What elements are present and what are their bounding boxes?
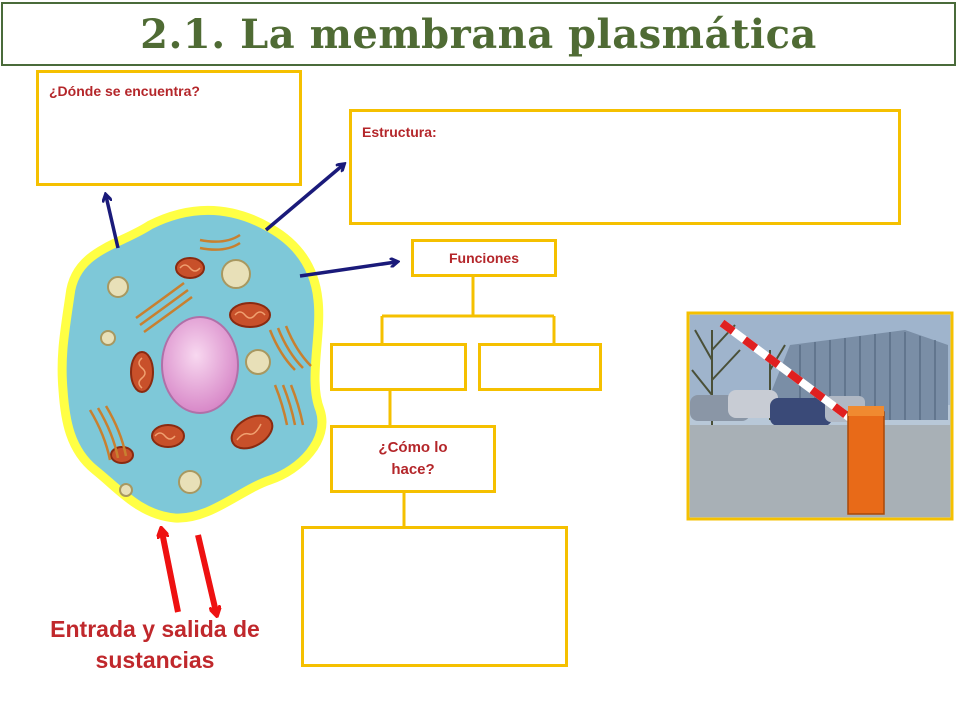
where-label: ¿Dónde se encuentra?: [49, 83, 200, 99]
caption: Entrada y salida de sustancias: [50, 616, 260, 674]
how-label: ¿Cómo lo hace?: [378, 438, 448, 479]
structure-label: Estructura:: [362, 124, 437, 140]
how-box: ¿Cómo lo hace?: [330, 425, 496, 493]
structure-box: Estructura:: [349, 109, 901, 225]
arrow-to-functions: [299, 262, 396, 278]
cell-illustration: [57, 205, 327, 523]
tree-connectors: [380, 275, 556, 527]
functions-box: Funciones: [411, 239, 557, 277]
where-box: ¿Dónde se encuentra?: [36, 70, 302, 186]
arrow-entry: [162, 532, 181, 613]
arrow-to-where: [106, 196, 120, 249]
vacuoles: [100, 259, 271, 497]
blue-arrows: [106, 165, 396, 278]
arrow-to-structure: [264, 165, 343, 232]
title-box: 2.1. La membrana plasmática: [1, 2, 956, 66]
page-title: 2.1. La membrana plasmática: [140, 10, 817, 58]
arrow-exit: [195, 534, 216, 612]
golgi: [88, 233, 312, 461]
nucleus: [161, 316, 239, 414]
functions-label: Funciones: [448, 249, 519, 266]
how-answer-box: [301, 526, 568, 667]
mitochondria: [110, 257, 274, 464]
red-arrows: [162, 532, 216, 612]
function-box-left: [330, 343, 467, 391]
function-box-right: [478, 343, 602, 391]
barrier-photo: [686, 311, 954, 521]
